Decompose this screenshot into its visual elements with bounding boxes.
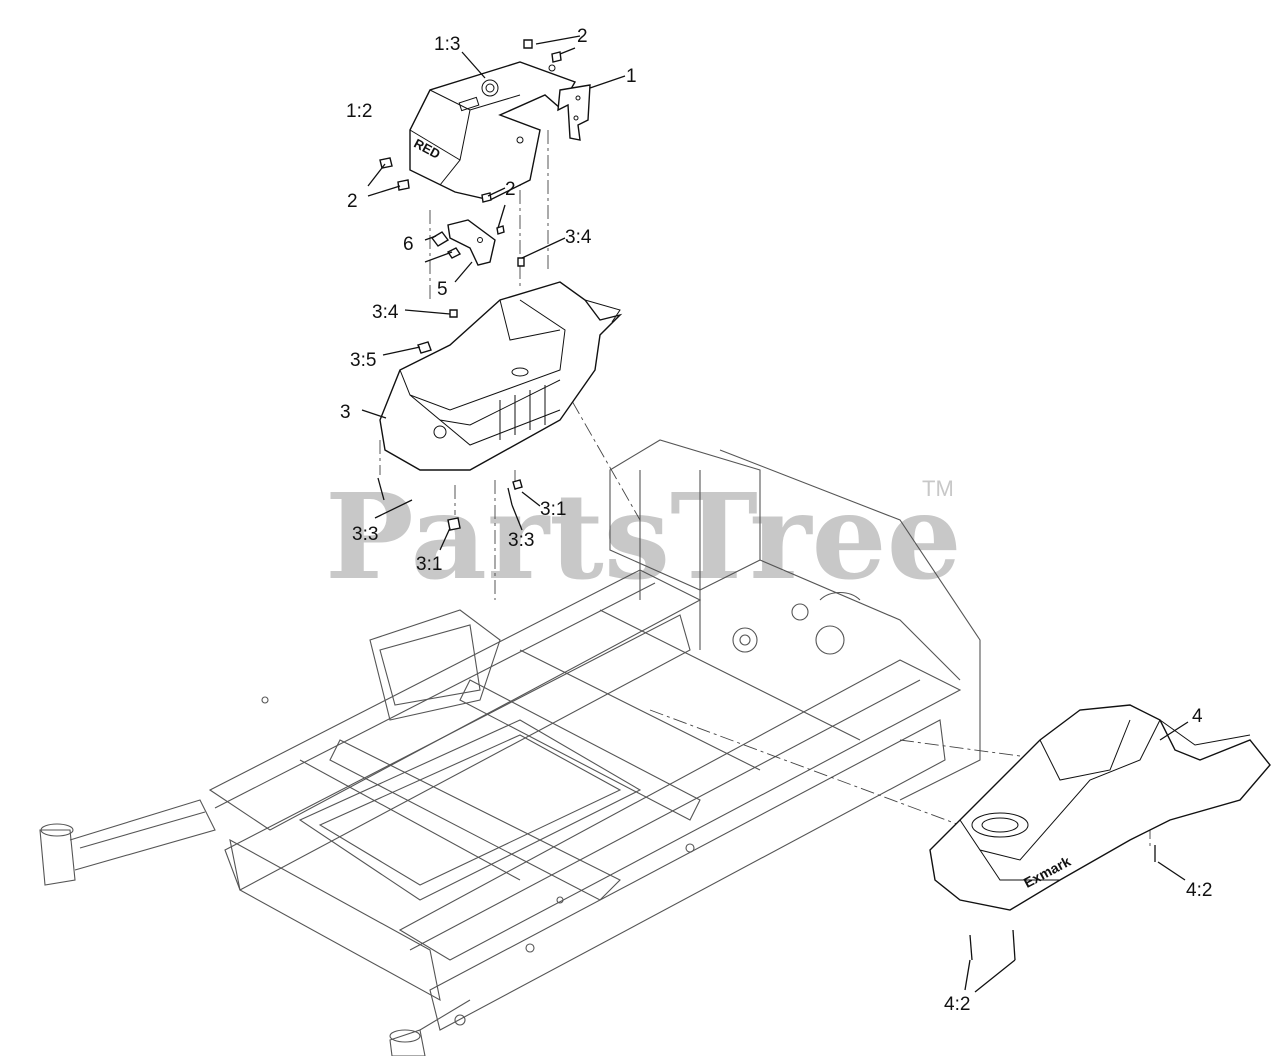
callout-2-left: 2: [347, 191, 358, 212]
watermark-text: PartsTree: [325, 467, 962, 606]
watermark: PartsTree TM: [325, 467, 962, 606]
leader-lines: [361, 35, 1189, 993]
callout-1-2: 1:2: [346, 101, 372, 122]
callout-6: 6: [403, 234, 414, 255]
callout-5: 5: [437, 279, 448, 300]
mower-frame: [39, 439, 981, 1056]
callout-3-5: 3:5: [350, 350, 376, 371]
callout-3-4-top: 3:4: [565, 227, 592, 248]
watermark-trademark: TM: [922, 476, 954, 501]
callout-4: 4: [1192, 706, 1203, 727]
callout-3-1-low: 3:1: [416, 554, 442, 575]
callout-4-2-low: 4:2: [944, 994, 970, 1015]
part-tray: [379, 281, 623, 471]
callout-3: 3: [340, 402, 351, 423]
callout-2-top: 2: [577, 26, 588, 47]
callout-4-2-right: 4:2: [1186, 880, 1212, 901]
fasteners: [377, 39, 562, 531]
part-small-bracket: [430, 219, 496, 266]
callout-3-3-left: 3:3: [352, 524, 378, 545]
callout-labels: 1:3 2 1 1:2 2 2 6 5 3:4 3:4 3:5 3 3:3 3:…: [340, 26, 1212, 1015]
callout-2-mid: 2: [505, 179, 516, 200]
callout-3-4-left: 3:4: [372, 302, 399, 323]
callout-1: 1: [626, 66, 637, 87]
callout-1-3: 1:3: [434, 34, 460, 55]
callout-3-1-right: 3:1: [540, 499, 566, 520]
part-hood: Exmark: [929, 704, 1271, 961]
callout-3-3-mid: 3:3: [508, 530, 534, 551]
part-console-cover: RED: [409, 61, 591, 201]
